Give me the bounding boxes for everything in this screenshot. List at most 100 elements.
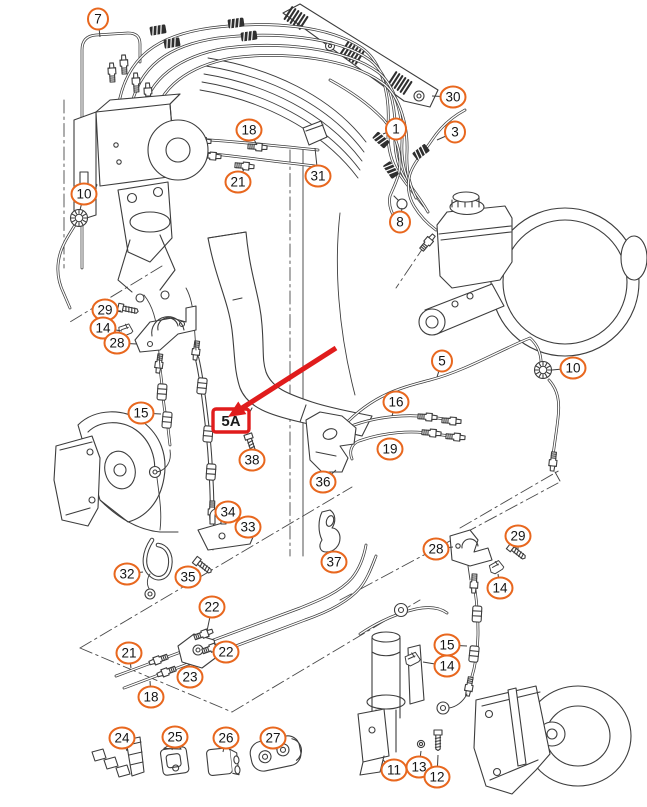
- callout-27[interactable]: 27: [259, 726, 287, 751]
- callout-1[interactable]: 1: [382, 117, 407, 141]
- callout-number: 15: [133, 406, 148, 421]
- callout-number: 12: [429, 770, 444, 785]
- callout-number: 13: [411, 760, 426, 775]
- bottom-pipes-drawing: [114, 543, 378, 690]
- callout-36[interactable]: 36: [309, 469, 337, 494]
- bracket-28-left-drawing: [116, 302, 197, 353]
- callout-12[interactable]: 12: [423, 754, 451, 789]
- callout-30[interactable]: 30: [431, 85, 467, 109]
- master-cylinder-drawing: [328, 78, 647, 357]
- callout-14[interactable]: 14: [486, 573, 514, 600]
- callout-ring: [309, 470, 337, 494]
- callout-18[interactable]: 18: [235, 118, 263, 146]
- callout-number: 1: [392, 122, 400, 137]
- callout-10[interactable]: 10: [70, 182, 98, 211]
- callout-23[interactable]: 23: [176, 663, 204, 689]
- callout-ring: [224, 170, 252, 194]
- callout-35[interactable]: 35: [174, 565, 202, 589]
- callout-28[interactable]: 28: [103, 331, 138, 355]
- callout-number: 32: [119, 567, 134, 582]
- callout-number: 5: [438, 354, 446, 369]
- callout-15[interactable]: 15: [127, 401, 162, 425]
- highlight-part-number: 5A: [221, 413, 240, 430]
- callout-number: 24: [114, 731, 130, 746]
- callout-number: 29: [510, 529, 525, 544]
- callout-number: 21: [121, 646, 136, 661]
- callout-ring: [174, 565, 202, 589]
- callout-number: 11: [387, 763, 401, 778]
- callout-ring: [198, 595, 226, 619]
- callout-7[interactable]: 7: [87, 7, 109, 38]
- callout-ring: [113, 562, 141, 586]
- callout-ring: [87, 7, 109, 31]
- callout-29[interactable]: 29: [91, 298, 122, 322]
- callout-ring: [234, 515, 262, 539]
- callout-21[interactable]: 21: [115, 641, 143, 669]
- callout-ring: [115, 641, 143, 665]
- callout-number: 10: [76, 187, 91, 202]
- callout-22[interactable]: 22: [212, 640, 240, 664]
- callout-11[interactable]: 11: [380, 758, 408, 782]
- callout-number: 18: [143, 690, 158, 705]
- front-left-brake-drawing: [53, 294, 179, 533]
- callout-number: 14: [95, 321, 111, 336]
- front-right-brake-drawing: [357, 529, 632, 795]
- callout-15[interactable]: 15: [433, 633, 468, 657]
- callout-34[interactable]: 34: [214, 500, 242, 524]
- callout-14[interactable]: 14: [89, 316, 123, 340]
- callout-26[interactable]: 26: [212, 726, 240, 753]
- callout-37[interactable]: 37: [320, 550, 348, 574]
- clip-26-drawing: [206, 747, 241, 777]
- callout-28[interactable]: 28: [422, 537, 454, 561]
- callout-ring: [103, 331, 131, 355]
- callout-number: 14: [492, 581, 508, 596]
- callout-31[interactable]: 31: [304, 147, 332, 188]
- callout-3[interactable]: 3: [436, 120, 466, 144]
- callout-number: 23: [182, 670, 197, 685]
- callout-ring: [389, 210, 411, 234]
- callout-ring: [238, 448, 266, 472]
- callout-ring: [304, 164, 332, 188]
- callout-19[interactable]: 19: [376, 437, 404, 461]
- callout-number: 35: [180, 570, 195, 585]
- callout-16[interactable]: 16: [382, 390, 410, 417]
- callout-number: 31: [310, 169, 325, 184]
- callout-22[interactable]: 22: [198, 595, 226, 632]
- callout-21[interactable]: 21: [224, 168, 252, 194]
- callout-5[interactable]: 5: [431, 349, 453, 378]
- callout-ring: [486, 576, 514, 600]
- callout-number: 25: [167, 730, 182, 745]
- callout-24[interactable]: 24: [108, 726, 136, 752]
- callout-number: 10: [565, 361, 580, 376]
- callout-32[interactable]: 32: [113, 562, 144, 586]
- brake-caliper: [473, 685, 551, 795]
- highlight-layer: 5A: [211, 345, 338, 434]
- callout-33[interactable]: 33: [234, 515, 262, 539]
- callout-ring: [423, 765, 451, 789]
- bracket-28-right: [449, 529, 493, 567]
- callout-10[interactable]: 10: [551, 356, 587, 380]
- callout-ring: [433, 654, 461, 678]
- callout-ring: [127, 401, 155, 425]
- callout-25[interactable]: 25: [161, 725, 189, 751]
- callout-14[interactable]: 14: [422, 654, 461, 678]
- callout-ring: [212, 726, 240, 750]
- callout-ring: [137, 685, 165, 709]
- callout-ring: [376, 437, 404, 461]
- callout-number: 29: [97, 303, 112, 318]
- callout-29[interactable]: 29: [504, 524, 532, 550]
- callout-number: 22: [218, 645, 233, 660]
- callout-number: 7: [94, 12, 102, 27]
- callout-number: 21: [230, 175, 245, 190]
- callout-ring: [559, 356, 587, 380]
- callout-number: 30: [445, 90, 460, 105]
- highlight-arrow: [228, 345, 338, 417]
- callout-ring: [422, 537, 450, 561]
- callout-38[interactable]: 38: [238, 448, 266, 472]
- callout-ring: [176, 665, 204, 689]
- callout-8[interactable]: 8: [389, 207, 411, 234]
- bracket-36-drawing: [305, 411, 357, 473]
- callout-18[interactable]: 18: [137, 680, 165, 709]
